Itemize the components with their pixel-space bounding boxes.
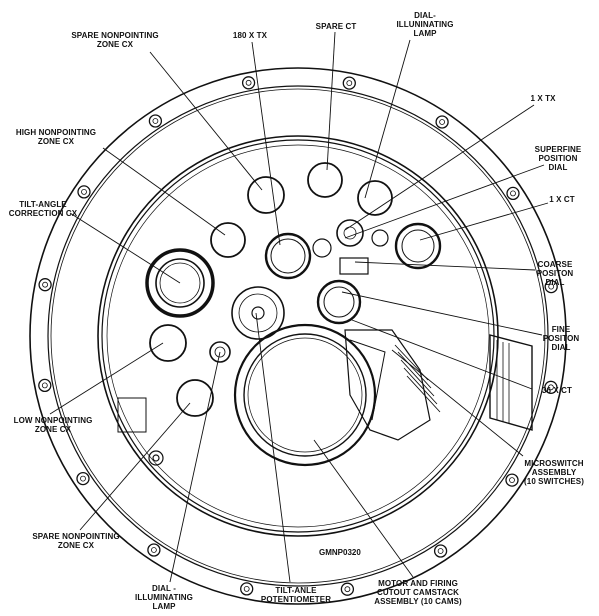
label-tilt-angle-correction-cx: TILT-ANGLE CORRECTION CX: [8, 200, 78, 218]
flange-bolt: [435, 115, 449, 129]
flange-bolt: [148, 114, 163, 128]
flange-bolt-hole: [152, 118, 159, 124]
label-spare-ct: SPARE CT: [315, 22, 357, 31]
label-spare-nonpointing-zone-cx-bottom: SPARE NONPOINTING ZONE CX: [32, 532, 120, 550]
flange-bolt-hole: [510, 190, 516, 197]
label-high-nonpointing-zone-cx: HIGH NONPOINTING ZONE CX: [15, 128, 97, 146]
flange-bolt-hole: [42, 281, 48, 288]
label-1x-ct: 1 X CT: [549, 195, 575, 204]
flange-bolt-hole: [437, 548, 444, 554]
flange-bolt: [342, 76, 356, 90]
flange-bolt: [544, 380, 558, 394]
flange-bolt: [38, 278, 52, 292]
label-fine-position-dial: FINE POSITON DIAL: [542, 325, 580, 352]
label-low-nonpointing-zone-cx: LOW NONPOINTING ZONE CX: [13, 416, 93, 434]
label-tilt-angle-potentiometer: TILT-ANLE POTENTIOMETER: [260, 586, 332, 604]
label-dial-illuminating-lamp-bottom: DIAL - ILLUMINATING LAMP: [135, 584, 193, 611]
label-spare-nonpointing-zone-cx-top: SPARE NONPOINTING ZONE CX: [71, 31, 159, 49]
flange-bolt: [544, 279, 558, 294]
flange-bolt-hole: [245, 79, 252, 86]
flange-bolt-hole: [41, 382, 48, 389]
label-superfine-position-dial: SUPERFINE POSITION DIAL: [534, 145, 582, 172]
flange-bolt: [241, 76, 256, 90]
flange-bolt: [147, 543, 161, 557]
flange-bolt-hole: [509, 477, 515, 484]
flange-bolt-hole: [81, 188, 87, 195]
flange-bolt-hole: [548, 384, 554, 391]
label-dial-illuminating-lamp-top: DIAL- ILLUNINATING LAMP: [396, 11, 454, 38]
flange-bolt: [505, 473, 519, 487]
flange-bolt-hole: [439, 119, 446, 125]
label-coarse-position-dial: COARSE POSITON DIAL: [536, 260, 574, 287]
flange-bolt: [76, 471, 90, 486]
flange-bolt-hole: [243, 586, 250, 592]
flange-bolt: [38, 378, 52, 393]
flange-bolt: [340, 582, 355, 596]
label-motor-firing-cutout-camstack: MOTOR AND FIRING CUTOUT CAMSTACK ASSEMBL…: [374, 579, 462, 606]
flange-bolt-hole: [150, 547, 157, 553]
label-180x-tx: 180 X TX: [232, 31, 268, 40]
flange-bolt: [77, 185, 91, 199]
flange-bolt: [240, 582, 254, 596]
label-1x-tx: 1 X TX: [530, 94, 556, 103]
flange-bolt-hole: [346, 80, 353, 86]
flange-bolt-hole: [80, 475, 86, 482]
label-microswitch-assembly: MICROSWITCH ASSEMBLY (10 SWITCHES): [524, 459, 584, 486]
label-36x-ct: 36 X CT: [541, 386, 573, 395]
flange-bolt-hole: [344, 586, 351, 593]
flange-bolt: [433, 544, 448, 558]
flange-bolt: [506, 186, 520, 201]
flange-bolt-hole: [548, 283, 555, 290]
figure-code: GMNP0320: [319, 548, 361, 557]
